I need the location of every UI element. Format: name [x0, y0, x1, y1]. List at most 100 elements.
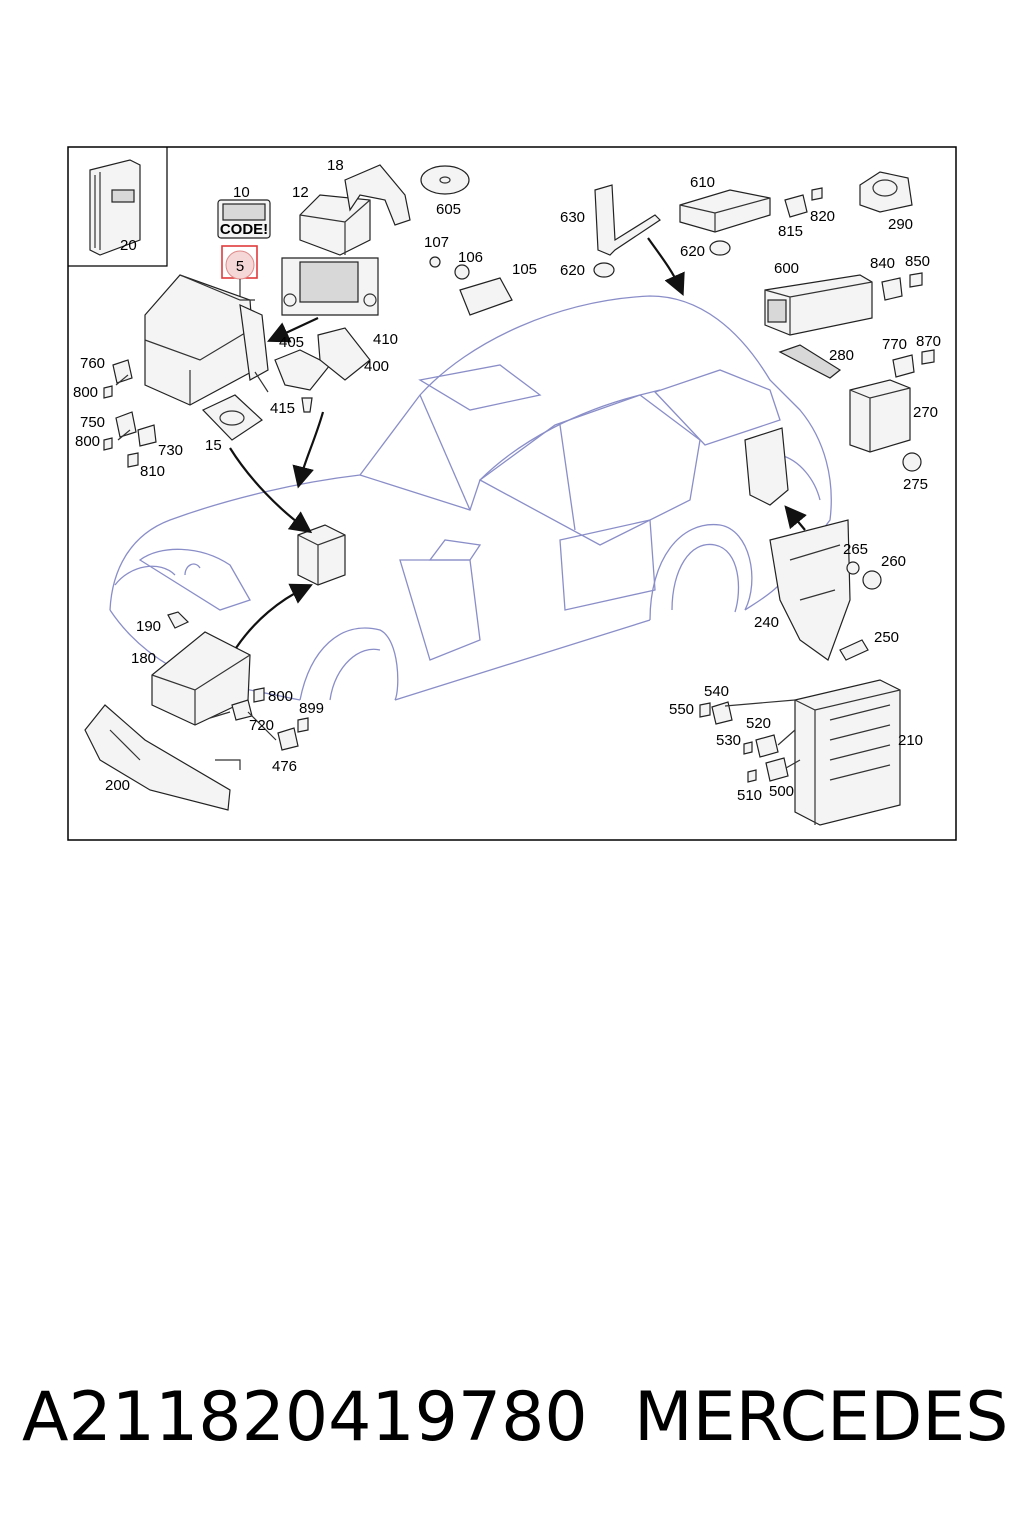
- callout-20: 20: [120, 237, 137, 254]
- callout-105: 105: [512, 261, 537, 278]
- callout-240: 240: [754, 614, 779, 631]
- callout-530: 530: [716, 732, 741, 749]
- module-610: [679, 189, 771, 233]
- highlighted-callout-5[interactable]: 5: [221, 245, 258, 280]
- callout-290: 290: [888, 216, 913, 233]
- callout-107: 107: [424, 234, 449, 251]
- callout-405: 405: [279, 334, 304, 351]
- callout-476: 476: [272, 758, 297, 775]
- bracket-405: [274, 349, 331, 391]
- callout-750: 750: [80, 414, 105, 431]
- callout-899: 899: [299, 700, 324, 717]
- grommet-620-upper: [709, 240, 731, 256]
- leader-lines: [115, 279, 801, 769]
- callout-730: 730: [158, 442, 183, 459]
- callout-265: 265: [843, 541, 868, 558]
- connector-820: [811, 187, 823, 201]
- callout-15: 15: [205, 437, 222, 454]
- module-15: [201, 394, 263, 441]
- unit-600: [764, 274, 873, 336]
- speaker-290: [859, 171, 913, 213]
- connector-770: [892, 354, 915, 378]
- module-210: [794, 679, 901, 826]
- bolt-190: [167, 611, 190, 629]
- part-number: A211820419780: [22, 1378, 588, 1457]
- callout-labels: 10 12 18 20 605 630 610 820 290 815 620 …: [73, 157, 941, 804]
- bracket-105: [429, 256, 513, 316]
- right-connectors: [699, 701, 789, 783]
- callout-800-a: 800: [73, 384, 98, 401]
- callout-800-c: 800: [268, 688, 293, 705]
- remote-280: [778, 344, 842, 379]
- callout-260: 260: [881, 553, 906, 570]
- callout-106: 106: [458, 249, 483, 266]
- callout-200: 200: [105, 777, 130, 794]
- assembly-arrows: [229, 237, 807, 649]
- callout-410: 410: [373, 331, 398, 348]
- callout-720: 720: [249, 717, 274, 734]
- radio-code-card: CODE!: [217, 199, 271, 239]
- callout-840: 840: [870, 255, 895, 272]
- callout-870: 870: [916, 333, 941, 350]
- code-badge-text: CODE!: [220, 221, 268, 238]
- callout-760: 760: [80, 355, 105, 372]
- connector-870: [921, 349, 935, 365]
- owners-manual: [89, 159, 141, 256]
- callout-520: 520: [746, 715, 771, 732]
- connector-850: [909, 272, 923, 288]
- grommet-620-lower: [593, 262, 615, 278]
- callout-10: 10: [233, 184, 250, 201]
- module-270: [849, 379, 911, 453]
- callout-270: 270: [913, 404, 938, 421]
- callout-180: 180: [131, 650, 156, 667]
- callout-190: 190: [136, 618, 161, 635]
- callout-275: 275: [903, 476, 928, 493]
- callout-5-label: 5: [236, 258, 244, 275]
- callout-800-b: 800: [75, 433, 100, 450]
- callout-12: 12: [292, 184, 309, 201]
- callout-620-upper: 620: [680, 243, 705, 260]
- callout-610: 610: [690, 174, 715, 191]
- module-400: [317, 327, 371, 381]
- bolt-415: [301, 397, 313, 413]
- callout-815: 815: [778, 223, 803, 240]
- callout-820: 820: [810, 208, 835, 225]
- callout-415: 415: [270, 400, 295, 417]
- bracket-630: [594, 184, 661, 256]
- bolt-250: [839, 639, 869, 661]
- left-connectors: [103, 359, 157, 468]
- lower-left-connectors: [231, 687, 309, 751]
- callout-540: 540: [704, 683, 729, 700]
- callout-280: 280: [829, 347, 854, 364]
- washer-265: [846, 561, 860, 575]
- bezel-18: [344, 164, 411, 226]
- callout-770: 770: [882, 336, 907, 353]
- dash-mounted-unit: [297, 524, 346, 586]
- callout-810: 810: [140, 463, 165, 480]
- part-caption: A211820419780 MERCEDES: [22, 1378, 1012, 1468]
- callout-550: 550: [669, 701, 694, 718]
- callout-850: 850: [905, 253, 930, 270]
- bracket-240: [744, 427, 851, 661]
- connector-840: [881, 277, 903, 301]
- callout-400: 400: [364, 358, 389, 375]
- callout-18: 18: [327, 157, 344, 174]
- callout-500: 500: [769, 783, 794, 800]
- callout-510: 510: [737, 787, 762, 804]
- head-unit-5: [144, 274, 269, 406]
- connector-815: [784, 194, 808, 218]
- manual-inset-box: [68, 147, 168, 267]
- car-outline: [109, 295, 832, 701]
- nut-260: [862, 570, 882, 590]
- nut-275: [902, 452, 922, 472]
- disc-605: [420, 165, 470, 195]
- callout-210: 210: [898, 732, 923, 749]
- control-panel: [281, 257, 379, 316]
- display-unit-12: [299, 194, 371, 256]
- callout-250: 250: [874, 629, 899, 646]
- callout-620-lower: 620: [560, 262, 585, 279]
- brand-name: MERCEDES: [634, 1378, 1009, 1457]
- bracket-200: [84, 704, 241, 811]
- callout-630: 630: [560, 209, 585, 226]
